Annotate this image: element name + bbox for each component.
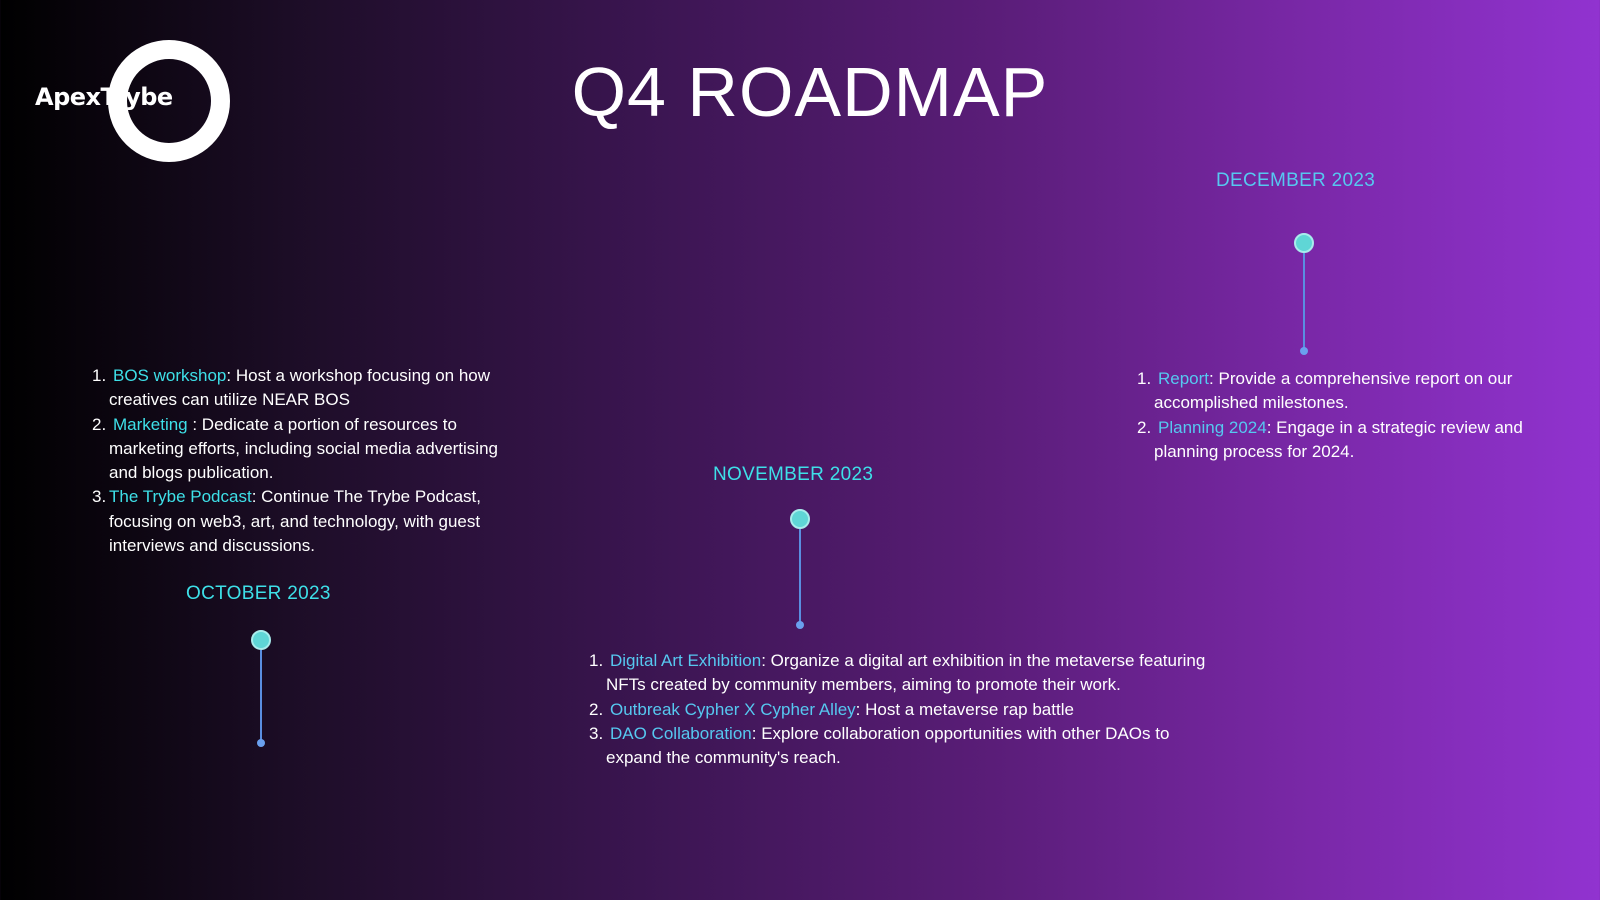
milestone-text: : Engage in a strategic review and plann… [1154,417,1523,461]
milestone-title: Digital Art Exhibition [610,651,762,670]
november-timeline-pin [788,509,812,629]
list-item: 1. Digital Art Exhibition: Organize a di… [589,649,1209,698]
pin-stem [260,650,262,740]
logo-wordmark: ApexTrybe [35,83,173,111]
list-item: 2. Marketing : Dedicate a portion of res… [92,413,502,486]
list-number: 1. [1137,369,1152,388]
list-item: 1. BOS workshop: Host a workshop focusin… [92,364,502,413]
list-item: 3. DAO Collaboration: Explore collaborat… [589,722,1209,771]
list-number: 3. [589,723,604,743]
pin-dot-icon [1300,347,1308,355]
december-label: DECEMBER 2023 [1216,170,1376,191]
milestone-text: : Organize a digital art exhibition in t… [606,651,1206,695]
list-number: 2. [92,414,107,434]
milestone-title: The Trybe Podcast [109,487,252,507]
list-number: 2. [589,699,604,719]
pin-knob-icon [790,509,810,529]
milestone-text: : Host a metaverse rap battle [855,699,1074,719]
milestone-text: : Host a workshop focusing on how creati… [109,366,491,410]
october-timeline-pin [249,630,273,747]
december-timeline-pin [1292,233,1316,355]
list-item: 2. Planning 2024: Engage in a strategic … [1137,416,1557,465]
pin-knob-icon [1294,233,1314,253]
list-number: 1. [92,366,107,385]
list-number: 1. [589,651,604,670]
list-item: 1. Report: Provide a comprehensive repor… [1137,367,1557,416]
list-number: 3. [92,487,107,507]
list-number: 2. [1137,417,1152,437]
milestone-title: Outbreak Cypher X Cypher Alley [610,699,856,719]
milestone-text: : Explore collaboration opportunities wi… [606,723,1170,768]
milestone-title: Planning 2024 [1158,417,1267,437]
milestone-text: : Provide a comprehensive report on our … [1154,369,1513,413]
page-title: Q4 ROADMAP [571,53,1049,131]
list-item: 2. Outbreak Cypher X Cypher Alley: Host … [589,698,1209,722]
pin-stem [1303,253,1305,348]
november-milestone-list: 1. Digital Art Exhibition: Organize a di… [589,649,1209,770]
pin-dot-icon [796,621,804,629]
milestone-title: BOS workshop [113,366,227,385]
pin-stem [799,529,801,622]
milestone-title: Report [1158,369,1210,388]
pin-dot-icon [257,739,265,747]
october-milestone-list: 1. BOS workshop: Host a workshop focusin… [92,364,502,558]
milestone-text: : Continue The Trybe Podcast, focusing o… [109,487,482,556]
milestone-text: : Dedicate a portion of resources to mar… [109,414,498,483]
milestone-title: Marketing [113,414,188,434]
november-label: NOVEMBER 2023 [713,464,874,485]
list-item: 3. The Trybe Podcast: Continue The Trybe… [92,485,502,558]
pin-knob-icon [251,630,271,650]
december-milestone-list: 1. Report: Provide a comprehensive repor… [1137,367,1557,464]
october-label: OCTOBER 2023 [186,583,331,604]
milestone-title: DAO Collaboration [610,723,752,743]
